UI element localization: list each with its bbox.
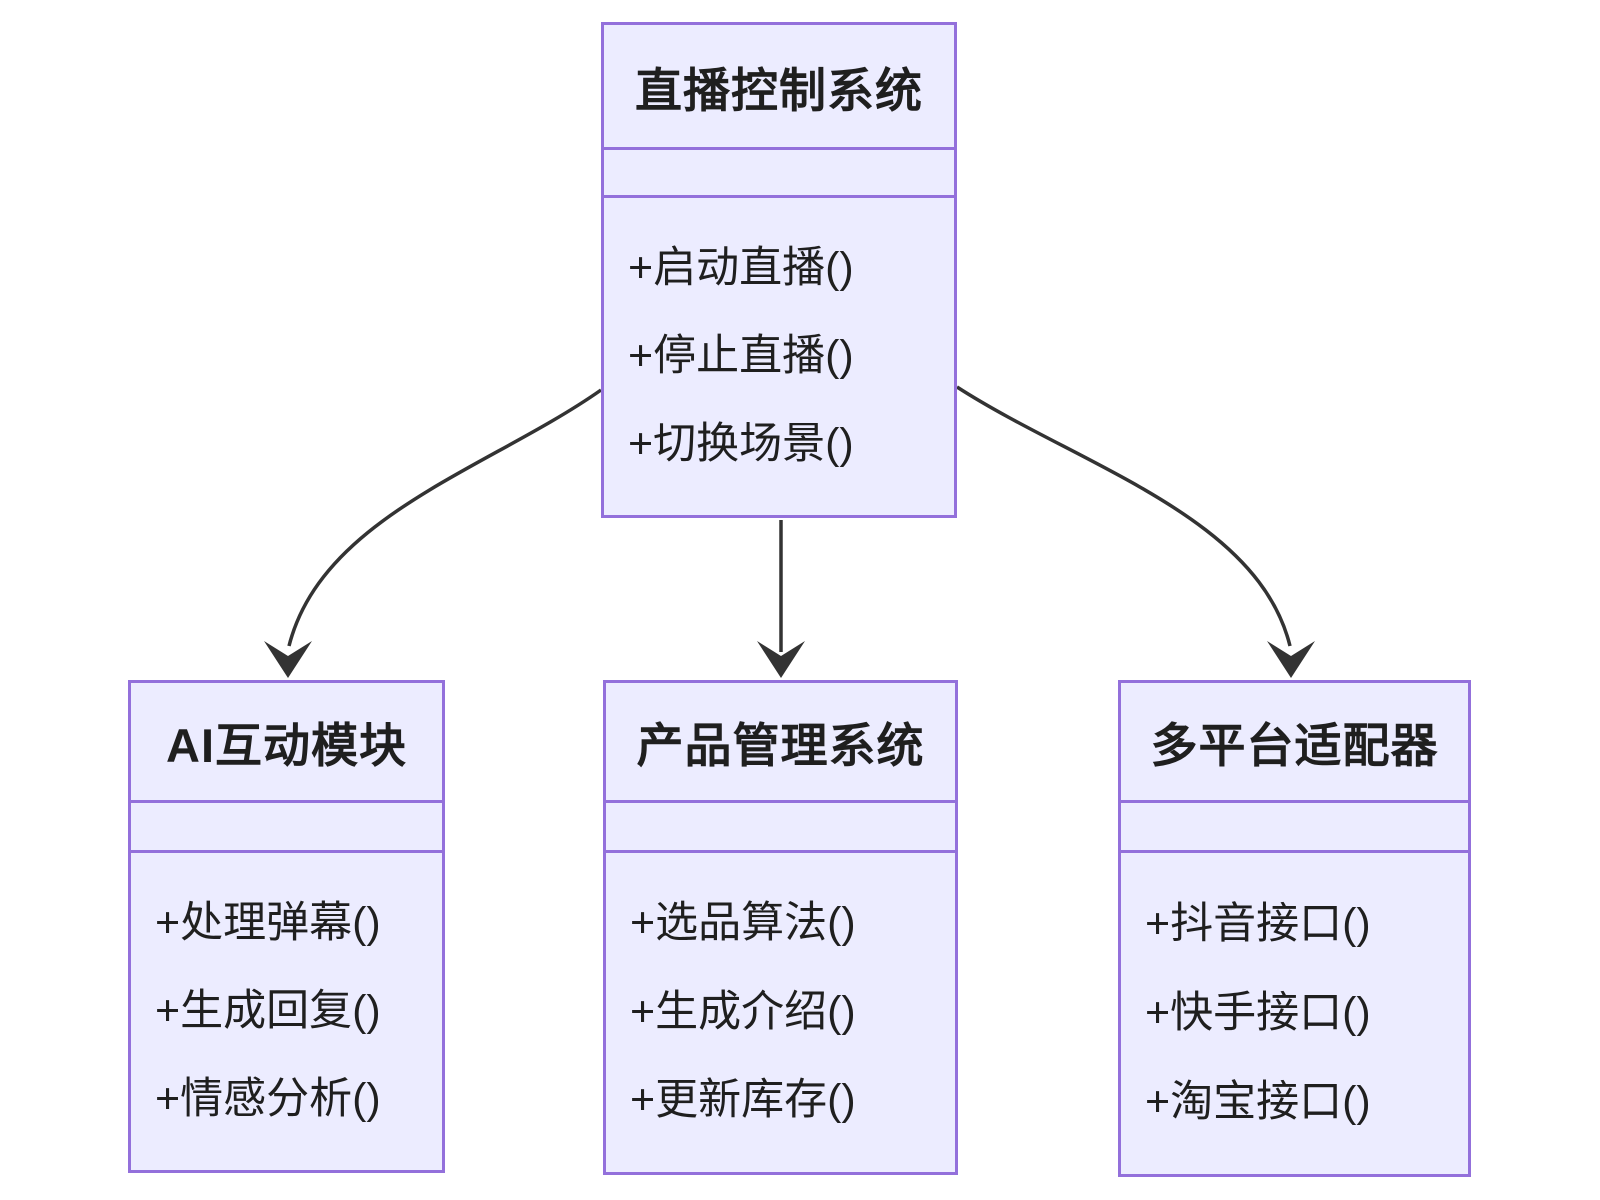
class-method: +生成回复() [155, 986, 381, 1035]
class-method: +生成介绍() [630, 987, 856, 1036]
class-method: +抖音接口() [1145, 899, 1371, 948]
class-method: +停止直播() [628, 331, 854, 380]
arrowhead-control-to-platform [1267, 641, 1315, 678]
arrowhead-control-to-ai [264, 641, 312, 678]
class-title: 直播控制系统 [604, 25, 954, 150]
class-methods: +抖音接口() +快手接口() +淘宝接口() [1121, 853, 1468, 1174]
class-method: +更新库存() [630, 1076, 856, 1125]
class-attributes-empty [606, 803, 955, 853]
arrowhead-control-to-product [757, 641, 805, 678]
class-box-ai-interaction: AI互动模块 +处理弹幕() +生成回复() +情感分析() [128, 680, 445, 1173]
class-title: 产品管理系统 [606, 683, 955, 803]
class-method: +淘宝接口() [1145, 1077, 1371, 1126]
class-methods: +选品算法() +生成介绍() +更新库存() [606, 853, 955, 1172]
class-box-multi-platform-adapter: 多平台适配器 +抖音接口() +快手接口() +淘宝接口() [1118, 680, 1471, 1177]
edge-control-to-ai [287, 388, 603, 647]
class-method: +情感分析() [155, 1074, 381, 1123]
class-box-live-control: 直播控制系统 +启动直播() +停止直播() +切换场景() [601, 22, 957, 518]
class-method: +启动直播() [628, 243, 854, 292]
class-box-product-management: 产品管理系统 +选品算法() +生成介绍() +更新库存() [603, 680, 958, 1175]
edge-control-to-platform [956, 385, 1292, 647]
class-method: +选品算法() [630, 899, 856, 948]
class-title: 多平台适配器 [1121, 683, 1468, 803]
class-title: AI互动模块 [131, 683, 442, 803]
class-methods: +启动直播() +停止直播() +切换场景() [604, 198, 954, 515]
class-method: +处理弹幕() [155, 898, 381, 947]
class-methods: +处理弹幕() +生成回复() +情感分析() [131, 853, 442, 1170]
class-method: +切换场景() [628, 419, 854, 468]
class-method: +快手接口() [1145, 988, 1371, 1037]
class-attributes-empty [604, 150, 954, 198]
class-attributes-empty [131, 803, 442, 853]
class-attributes-empty [1121, 803, 1468, 853]
